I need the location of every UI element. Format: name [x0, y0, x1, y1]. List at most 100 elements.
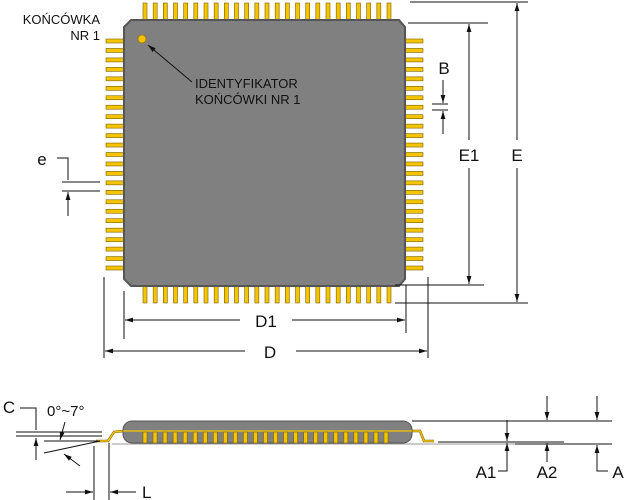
pin1-label-line1: KOŃCÓWKA — [23, 12, 101, 27]
dim-A1-leader — [498, 460, 508, 472]
pins-left-column — [105, 38, 125, 271]
pin-right — [404, 67, 424, 72]
pin-bottom — [366, 285, 371, 304]
pin-bottom — [356, 285, 361, 304]
pin-top — [356, 2, 361, 21]
pin-right — [404, 161, 424, 167]
pins-right-column — [404, 38, 424, 271]
pin-left — [105, 76, 125, 82]
pin-side — [273, 431, 278, 444]
pin-top — [152, 2, 158, 21]
pin-left — [105, 142, 125, 148]
pin-side — [323, 431, 329, 444]
dim-A1-label: A1 — [476, 463, 497, 482]
pin-side — [303, 431, 308, 444]
pin-bottom — [244, 285, 249, 304]
pin-bottom — [264, 285, 270, 304]
pin-right — [404, 104, 424, 110]
pin-bottom — [325, 285, 331, 304]
dim-A-leader — [596, 460, 608, 472]
pin-bottom — [234, 285, 239, 304]
angle-arrow-top — [59, 421, 66, 441]
pin-top — [274, 2, 280, 21]
pin-top — [295, 2, 300, 21]
pin-left — [105, 114, 125, 119]
pin1-label-line2: NR 1 — [70, 28, 100, 43]
dim-e-label: e — [37, 150, 46, 169]
pin-bottom — [173, 285, 178, 304]
pin1-identifier-line2: KOŃCÓWKI NR 1 — [195, 92, 300, 107]
pin-top — [386, 2, 392, 21]
pin-top — [346, 2, 351, 21]
dim-E-label: E — [511, 146, 522, 165]
pin-top — [325, 2, 331, 21]
pin-left — [105, 265, 125, 271]
pin-right — [404, 190, 424, 195]
dim-L-label: L — [142, 483, 151, 500]
angle-label: 0°~7° — [47, 403, 84, 420]
pin-top — [264, 2, 270, 21]
pin-bottom — [224, 285, 229, 304]
pin-top — [224, 2, 229, 21]
pin-right — [404, 208, 424, 214]
pin-left — [105, 95, 125, 101]
pin-top — [173, 2, 178, 21]
pin-side — [353, 431, 359, 444]
pin-top — [305, 2, 310, 21]
pins-bottom-row — [142, 285, 392, 304]
pin-top — [193, 2, 199, 21]
pin-side — [162, 431, 168, 444]
pin-right — [404, 227, 424, 233]
pin-top — [244, 2, 249, 21]
pin-top — [203, 2, 209, 21]
package-body — [123, 19, 406, 287]
pin-left — [105, 180, 125, 186]
pin-top — [285, 2, 290, 21]
pin-left — [105, 190, 125, 195]
dim-B-label: B — [438, 59, 449, 78]
pin-side — [192, 431, 198, 444]
side-lead-right-fill — [410, 430, 434, 442]
pin-top — [366, 2, 371, 21]
pin-right — [404, 265, 424, 271]
pin-left — [105, 246, 125, 252]
pin-top — [142, 2, 148, 21]
pin-bottom — [346, 285, 351, 304]
pin-left — [105, 199, 125, 205]
dim-C-label: C — [3, 398, 15, 417]
pin-left — [105, 208, 125, 214]
pin-bottom — [315, 285, 321, 304]
pin-right — [404, 180, 424, 186]
pin-right — [404, 48, 424, 53]
pin-top — [183, 2, 188, 21]
pin-right — [404, 76, 424, 82]
pin-side — [212, 431, 218, 444]
pin-left — [105, 227, 125, 233]
pin-left — [105, 57, 125, 63]
pin1-indicator-dot — [137, 34, 147, 44]
pin-top — [234, 2, 239, 21]
pin-right — [404, 57, 424, 63]
dim-A-label: A — [612, 463, 624, 482]
pin-side — [313, 431, 319, 444]
dim-C-leader — [20, 407, 37, 430]
pin-side — [293, 431, 298, 444]
pin-top — [213, 2, 219, 21]
pin-left — [105, 171, 125, 176]
pin-right — [404, 256, 424, 261]
pin-left — [105, 218, 125, 224]
pin-right — [404, 38, 424, 44]
pin-side — [343, 431, 349, 444]
pin1-identifier-line1: IDENTYFIKATOR — [195, 76, 298, 91]
pin-right — [404, 171, 424, 176]
pin-bottom — [274, 285, 280, 304]
pin-left — [105, 85, 125, 91]
pins-side-view — [123, 430, 412, 444]
side-lead-left-fill — [96, 430, 124, 442]
pin-side — [253, 431, 258, 444]
pin-top — [315, 2, 321, 21]
pin-side — [243, 431, 248, 444]
pins-top-row — [142, 2, 392, 21]
pin-bottom — [386, 285, 392, 304]
pin-right — [404, 199, 424, 205]
